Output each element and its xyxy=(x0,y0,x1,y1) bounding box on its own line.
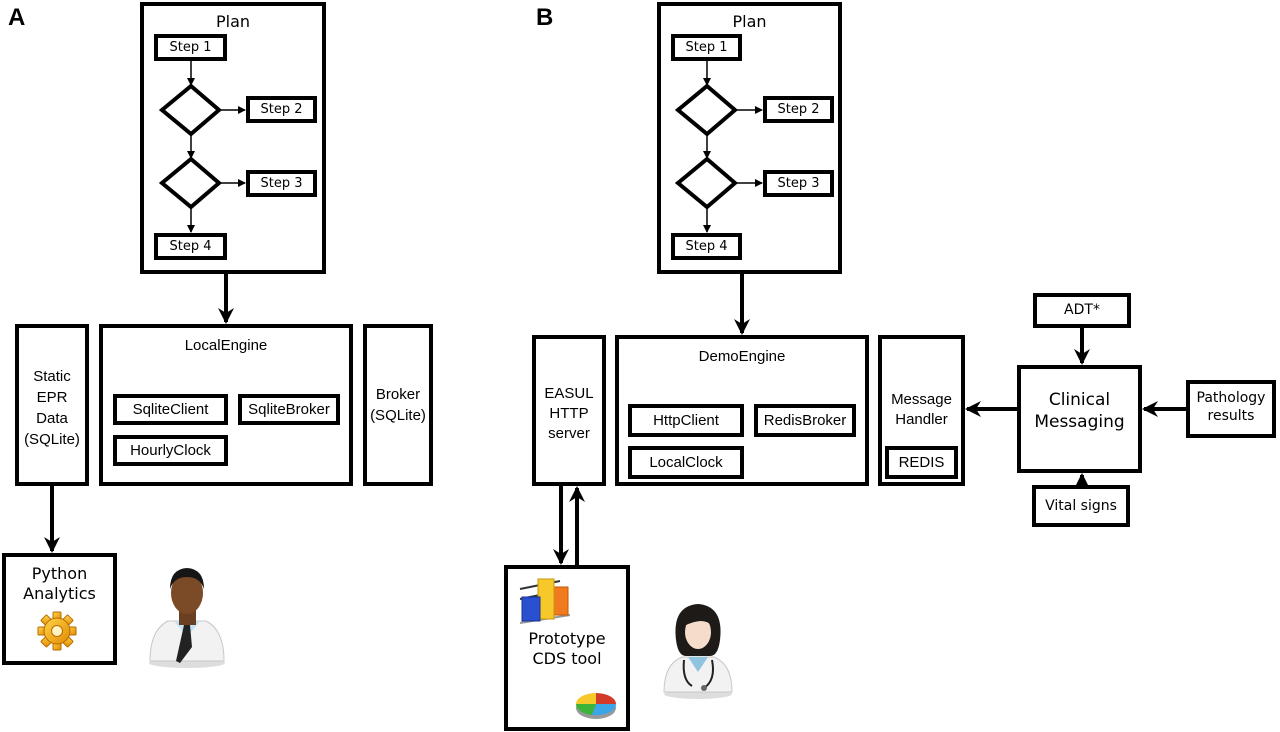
easul-http-server-label: EASUL HTTP server xyxy=(544,385,594,442)
local-engine-title: LocalEngine xyxy=(184,337,268,354)
bar-chart-icon xyxy=(519,578,571,624)
redis-component: REDIS xyxy=(885,446,958,479)
broker-sqlite-label: Broker (SQLite) xyxy=(370,386,426,424)
plan-step-2-a: Step 2 xyxy=(246,96,317,123)
pie-chart-icon xyxy=(575,693,617,719)
hourly-clock-component: HourlyClock xyxy=(113,435,228,466)
adt-source-box xyxy=(1033,293,1131,328)
adt-source-label: ADT* xyxy=(1064,302,1100,318)
pathology-results-box xyxy=(1186,380,1276,438)
plan-step-3-b: Step 3 xyxy=(763,170,834,197)
gear-icon xyxy=(37,611,77,651)
plan-title-b: Plan xyxy=(732,12,767,31)
http-client-component: HttpClient xyxy=(628,404,744,437)
python-analytics-label: Python Analytics xyxy=(23,564,96,603)
prototype-cds-tool-label: Prototype CDS tool xyxy=(528,629,606,668)
plan-title-a: Plan xyxy=(215,12,251,31)
plan-step-4-a: Step 4 xyxy=(154,233,227,260)
message-handler-label: Message Handler xyxy=(891,391,952,428)
local-clock-component: LocalClock xyxy=(628,446,744,479)
easul-http-server-box xyxy=(532,335,606,486)
sqlite-client-component: SqliteClient xyxy=(113,394,228,425)
broker-sqlite-box xyxy=(363,324,433,486)
python-analytics-box xyxy=(2,553,117,665)
pathology-results-label: Pathology results xyxy=(1196,390,1266,424)
male-doctor-icon xyxy=(149,568,225,668)
plan-step-3-a: Step 3 xyxy=(246,170,317,197)
demo-engine-title: DemoEngine xyxy=(698,348,786,365)
female-doctor-icon xyxy=(663,604,733,699)
plan-step-1-b: Step 1 xyxy=(671,34,742,61)
static-epr-data-label: Static EPR Data (SQLite) xyxy=(24,368,80,448)
clinical-messaging-box xyxy=(1017,365,1142,473)
plan-step-4-b: Step 4 xyxy=(671,233,742,260)
vital-signs-box xyxy=(1032,485,1130,527)
vital-signs-label: Vital signs xyxy=(1045,498,1117,514)
plan-step-2-b: Step 2 xyxy=(763,96,834,123)
sqlite-broker-component: SqliteBroker xyxy=(238,394,340,425)
panel-a-label: A xyxy=(8,4,26,31)
redis-broker-component: RedisBroker xyxy=(754,404,856,437)
static-epr-data-box xyxy=(15,324,89,486)
panel-b-label: B xyxy=(536,4,554,31)
plan-step-1-a: Step 1 xyxy=(154,34,227,61)
clinical-messaging-label: Clinical Messaging xyxy=(1034,390,1125,432)
